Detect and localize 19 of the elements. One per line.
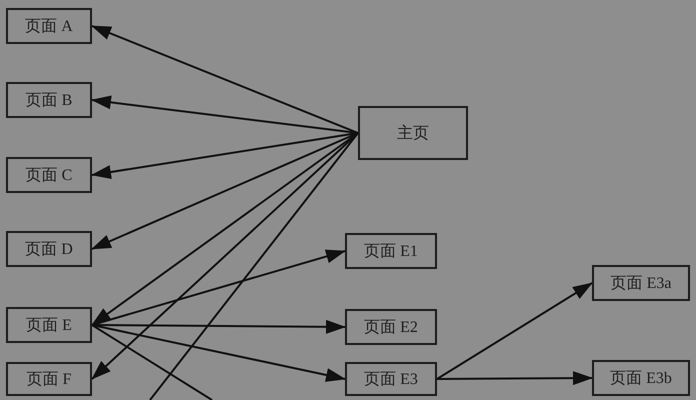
- arrow: [92, 250, 346, 326]
- arrow: [91, 25, 358, 134]
- arrow: [92, 324, 346, 382]
- page-box: 页面 E3b: [592, 360, 690, 396]
- arrow: [91, 95, 358, 134]
- page-box: 页面 E3a: [592, 265, 690, 301]
- arrow: [91, 132, 359, 380]
- page-box: 页面 C: [6, 157, 92, 193]
- page-box: 主页: [358, 106, 468, 160]
- page-box: 页面 E1: [345, 233, 437, 269]
- page-box: 页面 B: [6, 82, 92, 118]
- arrow: [436, 282, 593, 380]
- page-box: 页面 E3: [345, 362, 437, 396]
- page-box: 页面 A: [6, 8, 92, 44]
- page-box: 页面 F: [6, 362, 92, 396]
- page-box: 页面 D: [6, 231, 92, 267]
- page-box: 页面 E: [6, 307, 92, 343]
- arrow: [437, 371, 593, 386]
- page-box: 页面 E2: [345, 309, 437, 345]
